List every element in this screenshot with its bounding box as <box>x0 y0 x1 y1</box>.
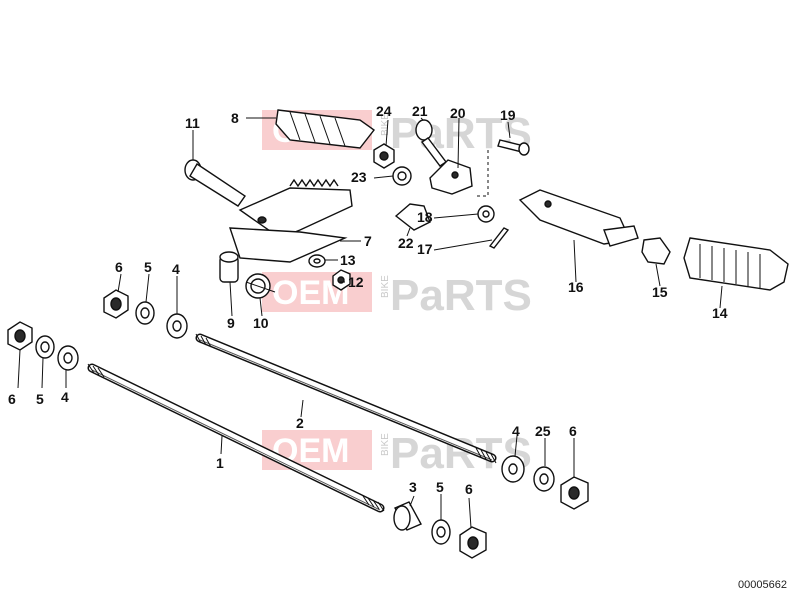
callout-21: 21 <box>412 103 428 119</box>
callout-6-upper: 6 <box>115 259 123 275</box>
callout-6-left: 6 <box>8 391 16 407</box>
part-12-nut <box>332 269 351 291</box>
callout-17: 17 <box>417 241 433 257</box>
svg-text:BIKE: BIKE <box>380 433 391 456</box>
callout-4-right: 4 <box>512 423 520 439</box>
callout-12: 12 <box>348 274 364 290</box>
callout-24: 24 <box>376 103 392 119</box>
callout-25: 25 <box>535 423 551 439</box>
part-19-screw <box>497 139 530 156</box>
callout-15: 15 <box>652 284 668 300</box>
part-8-rubber-pad <box>275 109 376 149</box>
part-15-insert <box>641 237 671 265</box>
watermark-middle: OEM BIKE PaRTS <box>262 271 532 320</box>
part-10-spring <box>245 273 276 299</box>
callout-2: 2 <box>296 415 304 431</box>
part-6-nut-bottom <box>459 526 487 559</box>
part-7-bracket <box>229 178 353 263</box>
part-1-rod <box>87 363 385 513</box>
callout-13: 13 <box>340 252 356 268</box>
svg-text:PaRTS: PaRTS <box>390 271 532 320</box>
part-4-washer-right <box>501 455 525 483</box>
part-6-nut-left <box>7 321 33 351</box>
part-4-washer-upper <box>166 313 188 339</box>
callout-9: 9 <box>227 315 235 331</box>
part-20-clamp <box>429 159 473 195</box>
callout-4-upper: 4 <box>172 261 180 277</box>
callout-8: 8 <box>231 110 239 126</box>
callout-5-upper: 5 <box>144 259 152 275</box>
callout-6-right: 6 <box>569 423 577 439</box>
callout-18: 18 <box>417 209 433 225</box>
callout-7: 7 <box>364 233 372 249</box>
callout-6-bottom: 6 <box>465 481 473 497</box>
part-9-bushing <box>219 251 239 283</box>
drawing-code: 00005662 <box>738 579 787 591</box>
callout-5-bottom: 5 <box>436 479 444 495</box>
part-25-washer-right <box>533 466 555 492</box>
callout-10: 10 <box>253 315 269 331</box>
leaders <box>17 117 723 529</box>
part-17-pin <box>488 227 510 249</box>
svg-text:PaRTS: PaRTS <box>390 109 532 158</box>
part-5-washer-upper <box>135 301 155 325</box>
part-2-rod <box>195 333 497 464</box>
callout-20: 20 <box>450 105 466 121</box>
part-4-washer-left <box>57 345 79 371</box>
svg-text:BIKE: BIKE <box>380 275 391 298</box>
part-3-spacer <box>393 501 422 531</box>
callout-4-left: 4 <box>61 389 69 405</box>
part-14-rubber-footpeg <box>683 237 789 291</box>
callout-23: 23 <box>351 169 367 185</box>
leader-dash-19 <box>476 150 489 197</box>
svg-text:BIKE: BIKE <box>380 113 391 136</box>
part-16-footrest-arm <box>518 189 639 247</box>
callout-11: 11 <box>185 115 200 131</box>
callout-1: 1 <box>216 455 224 471</box>
part-5-washer-left <box>35 335 55 359</box>
part-13-washer <box>308 254 326 268</box>
callout-3: 3 <box>409 479 417 495</box>
callout-16: 16 <box>568 279 584 295</box>
callout-22: 22 <box>398 235 414 251</box>
callout-5-left: 5 <box>36 391 44 407</box>
part-24-nut <box>373 143 395 169</box>
part-23-bushing <box>392 166 412 186</box>
part-21-pin <box>415 119 448 167</box>
part-6-nut-right <box>560 476 589 510</box>
part-6-nut-upper <box>103 289 129 319</box>
callout-14: 14 <box>712 305 728 321</box>
part-18-washer <box>477 205 495 223</box>
part-11-bolt <box>184 159 246 207</box>
callout-19: 19 <box>500 107 516 123</box>
part-5-washer-bottom <box>431 519 451 545</box>
part-22-cap <box>394 203 431 231</box>
